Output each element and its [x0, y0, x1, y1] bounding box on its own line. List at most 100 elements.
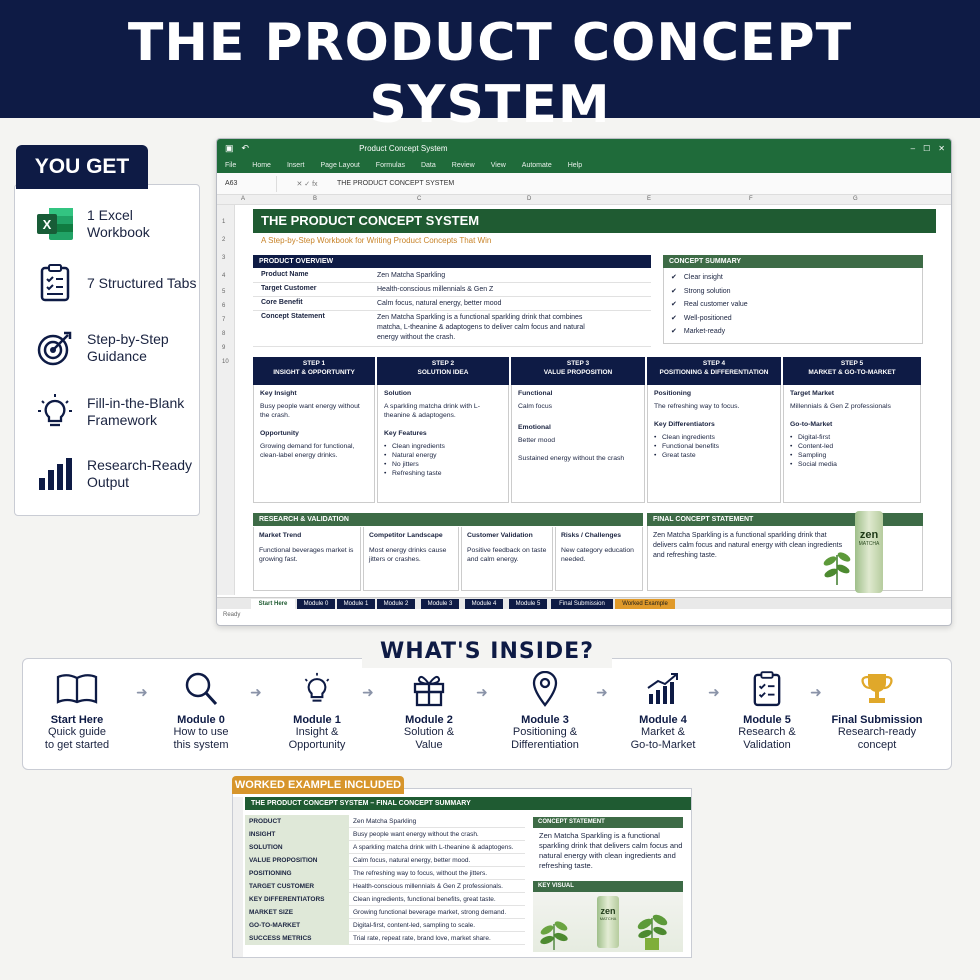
formula-input[interactable]: THE PRODUCT CONCEPT SYSTEM [337, 180, 455, 187]
column-header[interactable]: E [647, 196, 652, 202]
check-icon: ✔ [671, 288, 677, 295]
row-header[interactable]: 2 [222, 237, 226, 243]
arrow-right-icon: ➜ [708, 684, 720, 700]
inside-item-module-4: Module 4 Market & Go-to-Market [608, 670, 718, 752]
menu-insert[interactable]: Insert [286, 161, 305, 169]
menu-automate[interactable]: Automate [521, 161, 552, 169]
row-header[interactable]: 5 [222, 289, 226, 295]
tab-module-5[interactable]: Module 5 [509, 599, 547, 609]
tab-worked-example[interactable]: Worked Example [615, 599, 675, 609]
column-header[interactable]: G [853, 196, 858, 202]
whats-inside-panel [22, 658, 952, 770]
row-header[interactable]: 1 [222, 219, 226, 225]
leaf-icon [821, 535, 853, 590]
menu-formulas[interactable]: Formulas [375, 161, 405, 169]
check-icon: ✔ [671, 274, 677, 281]
menu-home[interactable]: Home [252, 161, 271, 169]
row-header[interactable]: 3 [222, 255, 226, 261]
fx-icon[interactable]: ✕ ✓ fx [296, 180, 318, 188]
arrow-right-icon: ➜ [250, 684, 262, 700]
column-headers: A B C D E F G [217, 195, 951, 205]
column-header[interactable]: D [527, 196, 532, 202]
undo-icon[interactable]: ↶ [241, 142, 250, 153]
tab-module-3[interactable]: Module 3 [421, 599, 459, 609]
svg-text:X: X [43, 217, 52, 232]
clipboard-check-icon [712, 670, 822, 708]
step-4-content[interactable]: Positioning The refreshing way to focus.… [647, 385, 781, 503]
row-header[interactable]: 8 [222, 331, 226, 337]
row-header[interactable]: 6 [222, 303, 226, 309]
menu-data[interactable]: Data [420, 161, 436, 169]
summary-item: ✔Clear insight [671, 274, 723, 281]
matcha-can-image: zen MATCHA [855, 511, 883, 593]
you-get-label: 1 Excel Workbook [87, 207, 150, 240]
menu-page-layout[interactable]: Page Layout [320, 161, 360, 169]
tab-start-here[interactable]: Start Here [251, 599, 295, 609]
step-2-content[interactable]: Solution A sparkling matcha drink with L… [377, 385, 509, 503]
window-title: Product Concept System [359, 143, 448, 153]
clipboard-checklist-icon [33, 261, 77, 305]
menu-review[interactable]: Review [451, 161, 475, 169]
concept-statement-text[interactable]: Zen Matcha Sparkling is a functional spa… [539, 831, 683, 870]
column-header[interactable]: C [417, 196, 422, 202]
column-header[interactable]: F [749, 196, 753, 202]
menu-help[interactable]: Help [567, 161, 583, 169]
status-bar: Ready [223, 612, 241, 618]
inside-item-final-submission: Final Submission Research-ready concept [822, 670, 932, 752]
final-concept-header: FINAL CONCEPT STATEMENT [647, 513, 923, 526]
minimize-icon[interactable]: – [910, 143, 916, 153]
step-1-content[interactable]: Key Insight Busy people want energy with… [253, 385, 375, 503]
maximize-icon[interactable]: ☐ [923, 143, 931, 153]
check-icon: ✔ [671, 315, 677, 322]
row-header[interactable]: 4 [222, 273, 226, 279]
final-concept-text[interactable]: Zen Matcha Sparkling is a functional spa… [653, 532, 843, 559]
menu-file[interactable]: File [225, 161, 237, 169]
row-header[interactable]: 10 [222, 359, 229, 365]
arrow-right-icon: ➜ [476, 684, 488, 700]
name-box[interactable]: A63 [217, 175, 277, 192]
column-header[interactable]: A [241, 196, 246, 202]
row-header[interactable]: 7 [222, 317, 226, 323]
tab-module-4[interactable]: Module 4 [465, 599, 503, 609]
step-3-content[interactable]: Functional Calm focus Emotional Better m… [511, 385, 645, 503]
gift-icon [374, 670, 484, 708]
column-header[interactable]: B [313, 196, 318, 202]
arrow-right-icon: ➜ [810, 684, 822, 700]
close-icon[interactable]: ✕ [938, 143, 945, 153]
inside-item-module-0: Module 0 How to use this system [146, 670, 256, 752]
tab-module-2[interactable]: Module 2 [377, 599, 415, 609]
you-get-item: Step-by-Step Guidance [15, 323, 201, 373]
tab-module-0[interactable]: Module 0 [297, 599, 335, 609]
tab-module-1[interactable]: Module 1 [337, 599, 375, 609]
save-icon[interactable]: ▣ [225, 142, 234, 153]
step-5-content[interactable]: Target Market Millennials & Gen Z profes… [783, 385, 921, 503]
sheet-tabs: Start Here Module 0 Module 1 Module 2 Mo… [217, 597, 951, 609]
tab-final-submission[interactable]: Final Submission [551, 599, 613, 609]
arrow-right-icon: ➜ [136, 684, 148, 700]
row-header[interactable]: 9 [222, 345, 226, 351]
product-overview-header: PRODUCT OVERVIEW [253, 255, 651, 268]
menu-view[interactable]: View [490, 161, 506, 169]
target-icon [33, 326, 77, 370]
sheet-banner: THE PRODUCT CONCEPT SYSTEM [253, 209, 936, 233]
